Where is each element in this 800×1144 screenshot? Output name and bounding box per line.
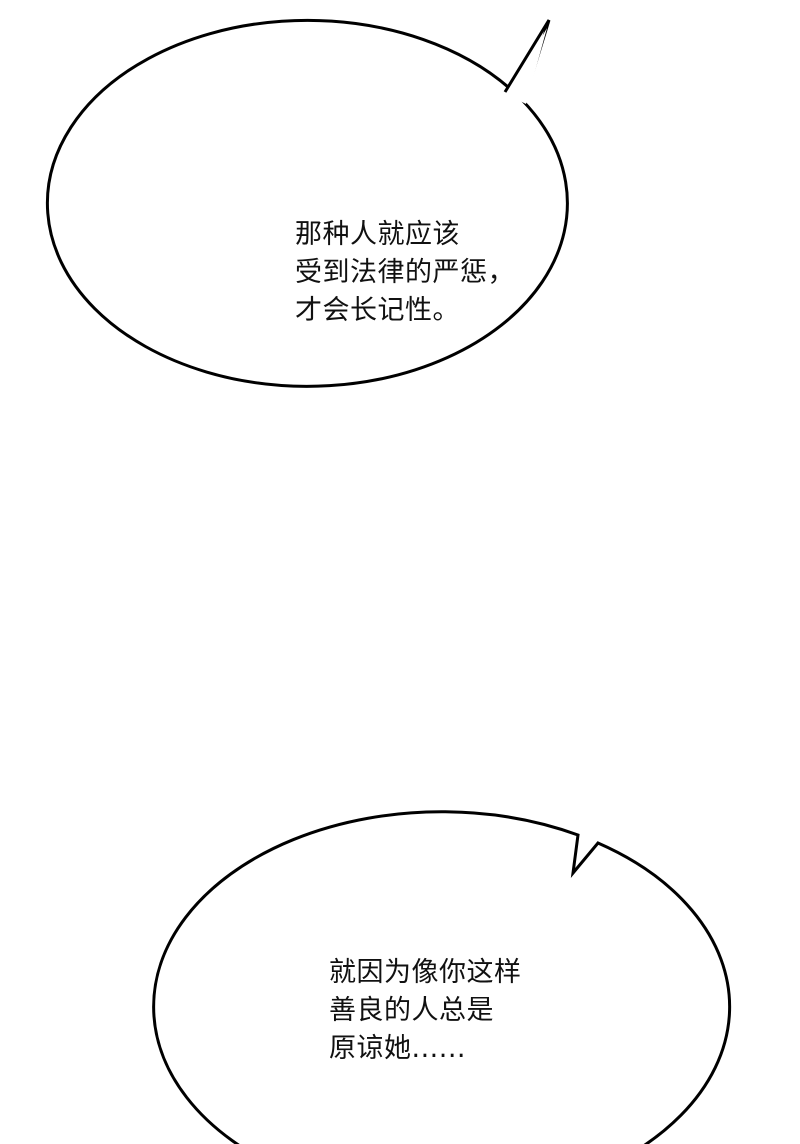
- speech-bubble-2: [152, 810, 732, 1144]
- speech-bubble-1-line-2: 受到法律的严惩，: [295, 257, 515, 288]
- speech-bubble-1: [45, 18, 569, 388]
- speech-bubble-1-line-1: 那种人就应该: [295, 219, 460, 250]
- speech-bubble-2-text: 就因为像你这样 善良的人总是 原谅她......: [329, 954, 522, 1068]
- speech-bubble-1-outline: [45, 18, 569, 388]
- speech-bubble-1-text: 那种人就应该 受到法律的严惩， 才会长记性。: [295, 216, 515, 330]
- speech-bubble-2-line-1: 就因为像你这样: [329, 957, 522, 988]
- speech-bubble-2-line-3: 原谅她......: [329, 1033, 466, 1064]
- speech-bubble-2-outline: [152, 810, 732, 1144]
- speech-bubble-1-line-3: 才会长记性。: [295, 295, 460, 326]
- speech-bubble-2-line-2: 善良的人总是: [329, 995, 494, 1026]
